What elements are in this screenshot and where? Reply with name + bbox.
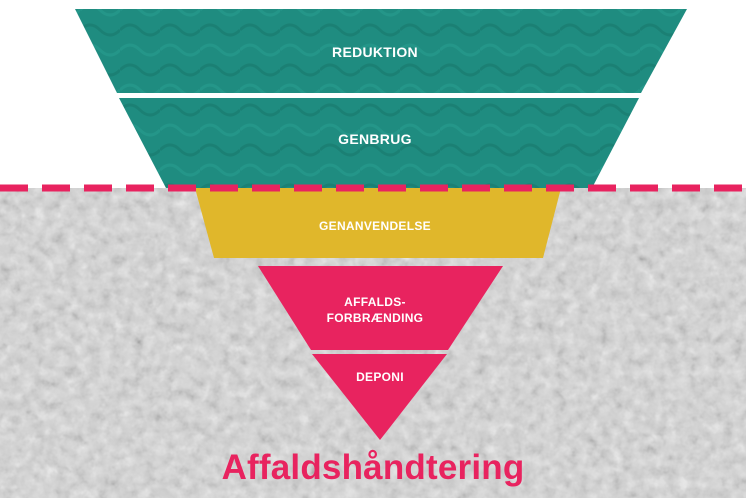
label-affaldsforbraending-line2: FORBRÆNDING	[326, 311, 424, 325]
level-reduktion	[75, 9, 687, 93]
label-genanvendelse: GENANVENDELSE	[319, 219, 431, 233]
level-affaldsforbraending	[258, 266, 503, 350]
level-deponi	[312, 354, 447, 440]
label-reduktion: REDUKTION	[332, 44, 418, 60]
page-title: Affaldshåndtering	[221, 448, 525, 487]
label-affaldsforbraending: AFFALDS- FORBRÆNDING	[300, 294, 450, 326]
level-genanvendelse	[195, 188, 561, 258]
label-deponi: DEPONI	[356, 370, 404, 384]
level-genbrug	[119, 98, 639, 188]
label-affaldsforbraending-line1: AFFALDS-	[344, 295, 406, 309]
label-genbrug: GENBRUG	[338, 131, 412, 147]
